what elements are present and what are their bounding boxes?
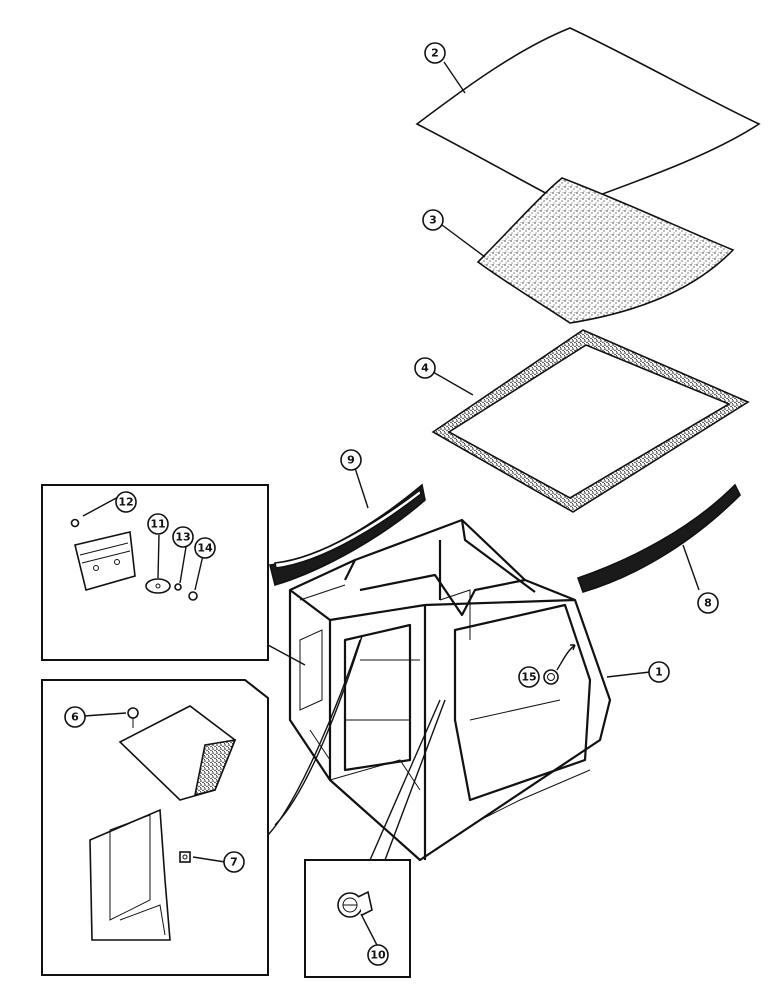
svg-text:12: 12: [118, 496, 133, 509]
svg-text:14: 14: [197, 542, 213, 555]
roof-panel: [415, 27, 761, 207]
inset-bracket-link: [267, 639, 361, 836]
svg-text:3: 3: [429, 214, 437, 227]
svg-text:6: 6: [71, 711, 79, 724]
callout-10: 10: [367, 944, 389, 966]
svg-text:8: 8: [704, 597, 712, 610]
leader-3: [441, 224, 486, 258]
callout-4: 4: [414, 357, 436, 379]
inset-bracket-hardware: [41, 679, 269, 976]
inset-latch-hardware: [41, 484, 269, 661]
callout-14: 14: [194, 537, 216, 559]
callout-15: 15: [518, 666, 540, 688]
inset-port-plug: [304, 859, 411, 978]
svg-text:15: 15: [521, 671, 536, 684]
inset-latch-link: [267, 644, 306, 666]
callout-8: 8: [697, 592, 719, 614]
callout-3: 3: [422, 209, 444, 231]
leader-4: [432, 371, 474, 396]
insulation-pad: [476, 177, 735, 324]
leader-8: [682, 544, 700, 591]
svg-text:2: 2: [431, 47, 439, 60]
grommet: [543, 644, 576, 685]
callout-2: 2: [424, 42, 446, 64]
cab-frame: [288, 518, 612, 862]
rear-strip: [576, 483, 741, 593]
svg-text:10: 10: [370, 949, 386, 962]
callout-9: 9: [340, 449, 362, 471]
callout-1: 1: [648, 661, 670, 683]
callout-7: 7: [223, 851, 245, 873]
leader-1: [606, 671, 651, 678]
svg-text:9: 9: [347, 454, 355, 467]
svg-text:13: 13: [175, 531, 190, 544]
seal-frame: [431, 329, 750, 513]
svg-text:1: 1: [655, 666, 663, 679]
leader-9: [354, 467, 369, 509]
inset-port-link: [369, 699, 441, 861]
svg-text:7: 7: [230, 856, 238, 869]
callout-12: 12: [115, 491, 137, 513]
svg-text:11: 11: [150, 518, 165, 531]
callout-11: 11: [147, 513, 169, 535]
inset-bracket-link-2: [274, 635, 363, 826]
inset-port-link-2: [384, 699, 446, 861]
callout-13: 13: [172, 526, 194, 548]
leader-2: [443, 61, 466, 94]
callout-6: 6: [64, 706, 86, 728]
svg-text:4: 4: [421, 362, 429, 375]
front-strip: [268, 483, 426, 587]
